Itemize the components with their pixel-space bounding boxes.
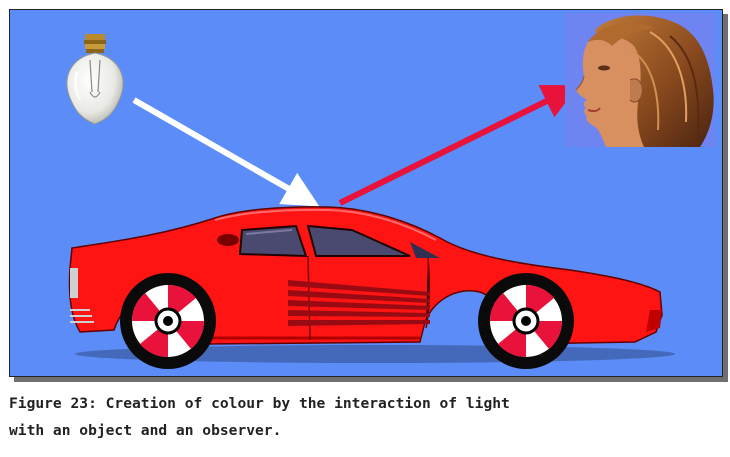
rear-wheel-icon [120,273,216,369]
illustration [10,10,722,376]
observer-head-icon [565,13,715,147]
front-wheel-icon [478,273,574,369]
figure-caption: Figure 23: Creation of colour by the int… [9,390,721,444]
caption-line-1: Figure 23: Creation of colour by the int… [9,395,510,412]
figure-frame [9,9,723,377]
caption-line-2: with an object and an observer. [9,422,281,439]
